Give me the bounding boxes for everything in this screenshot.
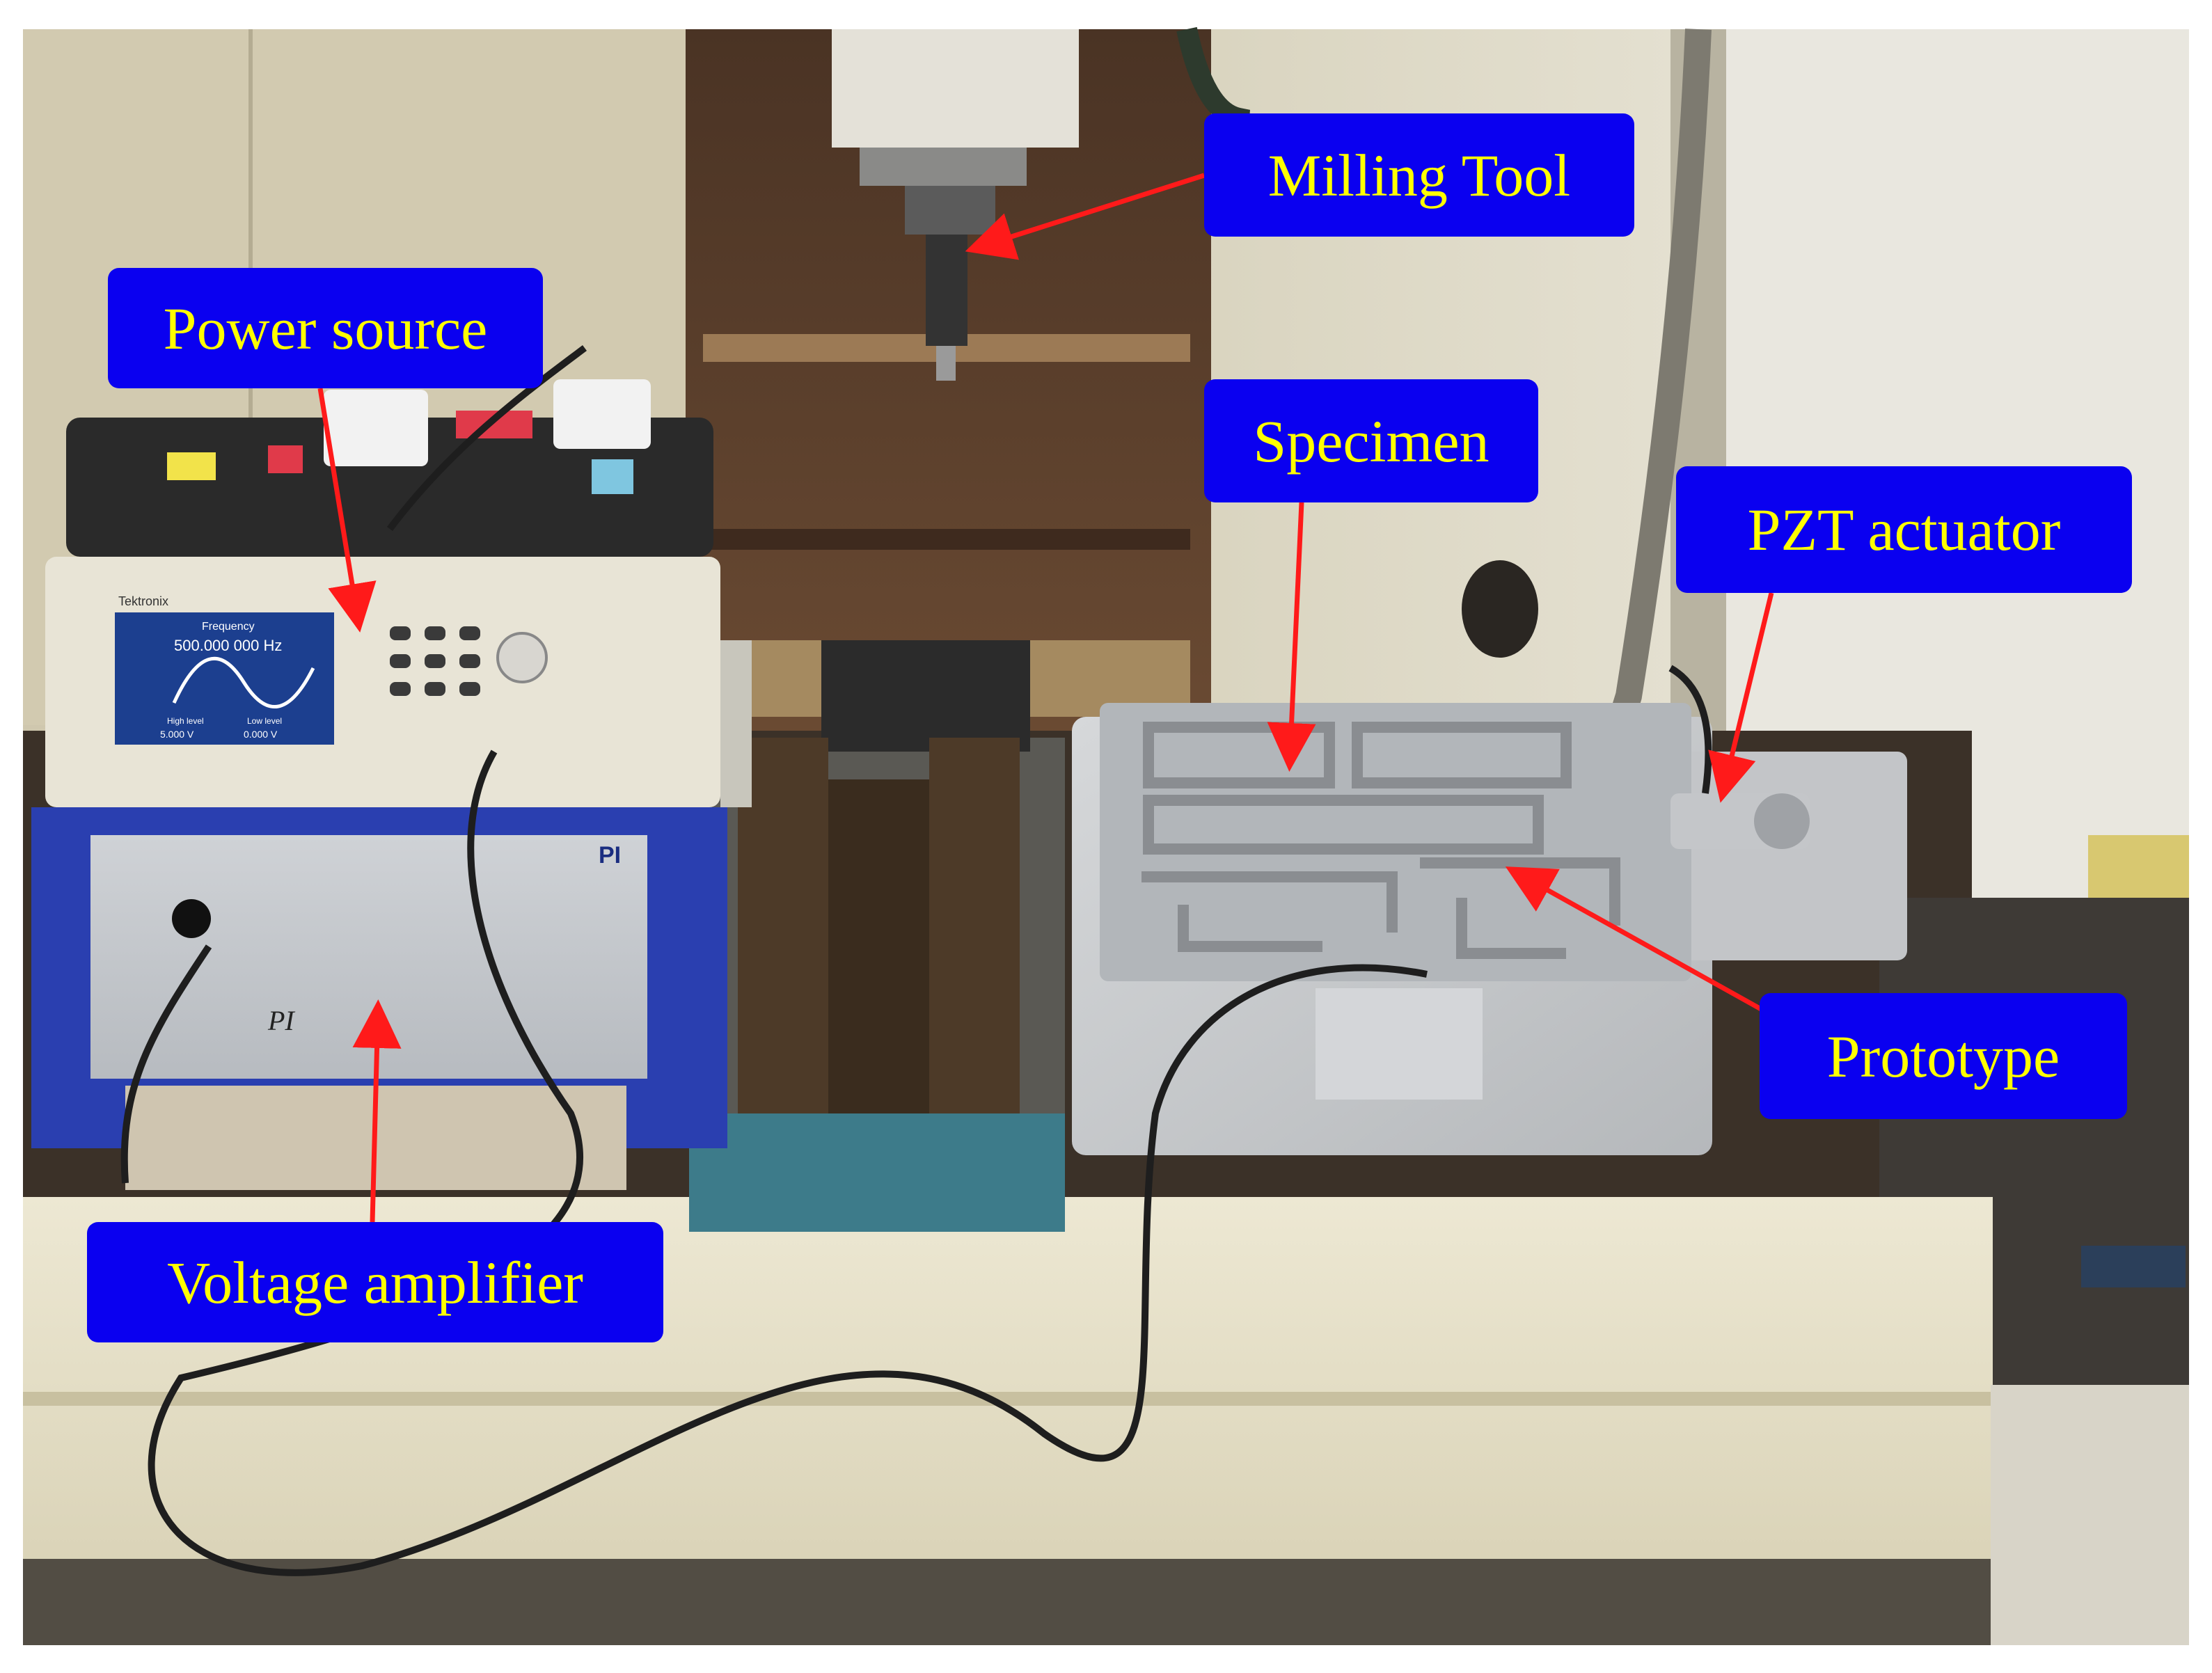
label-voltage-amplifier: Voltage amplifier xyxy=(87,1222,663,1342)
label-pzt-actuator-text: PZT actuator xyxy=(1747,496,2061,563)
amplifier-knob xyxy=(172,899,211,938)
generator-keypad xyxy=(390,626,480,696)
label-prototype: Prototype xyxy=(1760,993,2127,1119)
label-voltage-amplifier-text: Voltage amplifier xyxy=(167,1248,583,1316)
power-strip xyxy=(66,418,713,557)
wall-stain xyxy=(1462,560,1538,658)
label-specimen-text: Specimen xyxy=(1253,407,1490,475)
spindle-head xyxy=(832,29,1079,148)
milling-tool xyxy=(926,235,967,346)
cables xyxy=(120,344,1712,1576)
label-milling-tool-text: Milling Tool xyxy=(1267,141,1571,209)
generator-low-value: 0.000 V xyxy=(244,729,278,740)
generator-low-level: Low level xyxy=(247,716,282,726)
generator-frequency-title: Frequency xyxy=(202,621,255,633)
label-milling-tool: Milling Tool xyxy=(1204,113,1634,237)
amplifier-brand: PI xyxy=(599,842,621,869)
generator-screen xyxy=(115,612,334,745)
label-pzt-actuator: PZT actuator xyxy=(1676,466,2132,593)
prototype-block xyxy=(1316,988,1483,1100)
generator-high-level: High level xyxy=(167,716,204,726)
label-power-source: Power source xyxy=(108,268,543,388)
coolant-hose xyxy=(1588,29,1712,791)
generator-knob xyxy=(496,632,548,683)
generator-brand: Tektronix xyxy=(118,594,168,608)
generator-frequency-value: 500.000 000 Hz xyxy=(174,637,282,654)
label-power-source-text: Power source xyxy=(163,294,488,362)
label-prototype-text: Prototype xyxy=(1826,1022,2060,1090)
amplifier-handwriting: PI xyxy=(267,1005,295,1036)
generator-high-value: 5.000 V xyxy=(160,729,194,740)
label-specimen: Specimen xyxy=(1204,379,1538,502)
